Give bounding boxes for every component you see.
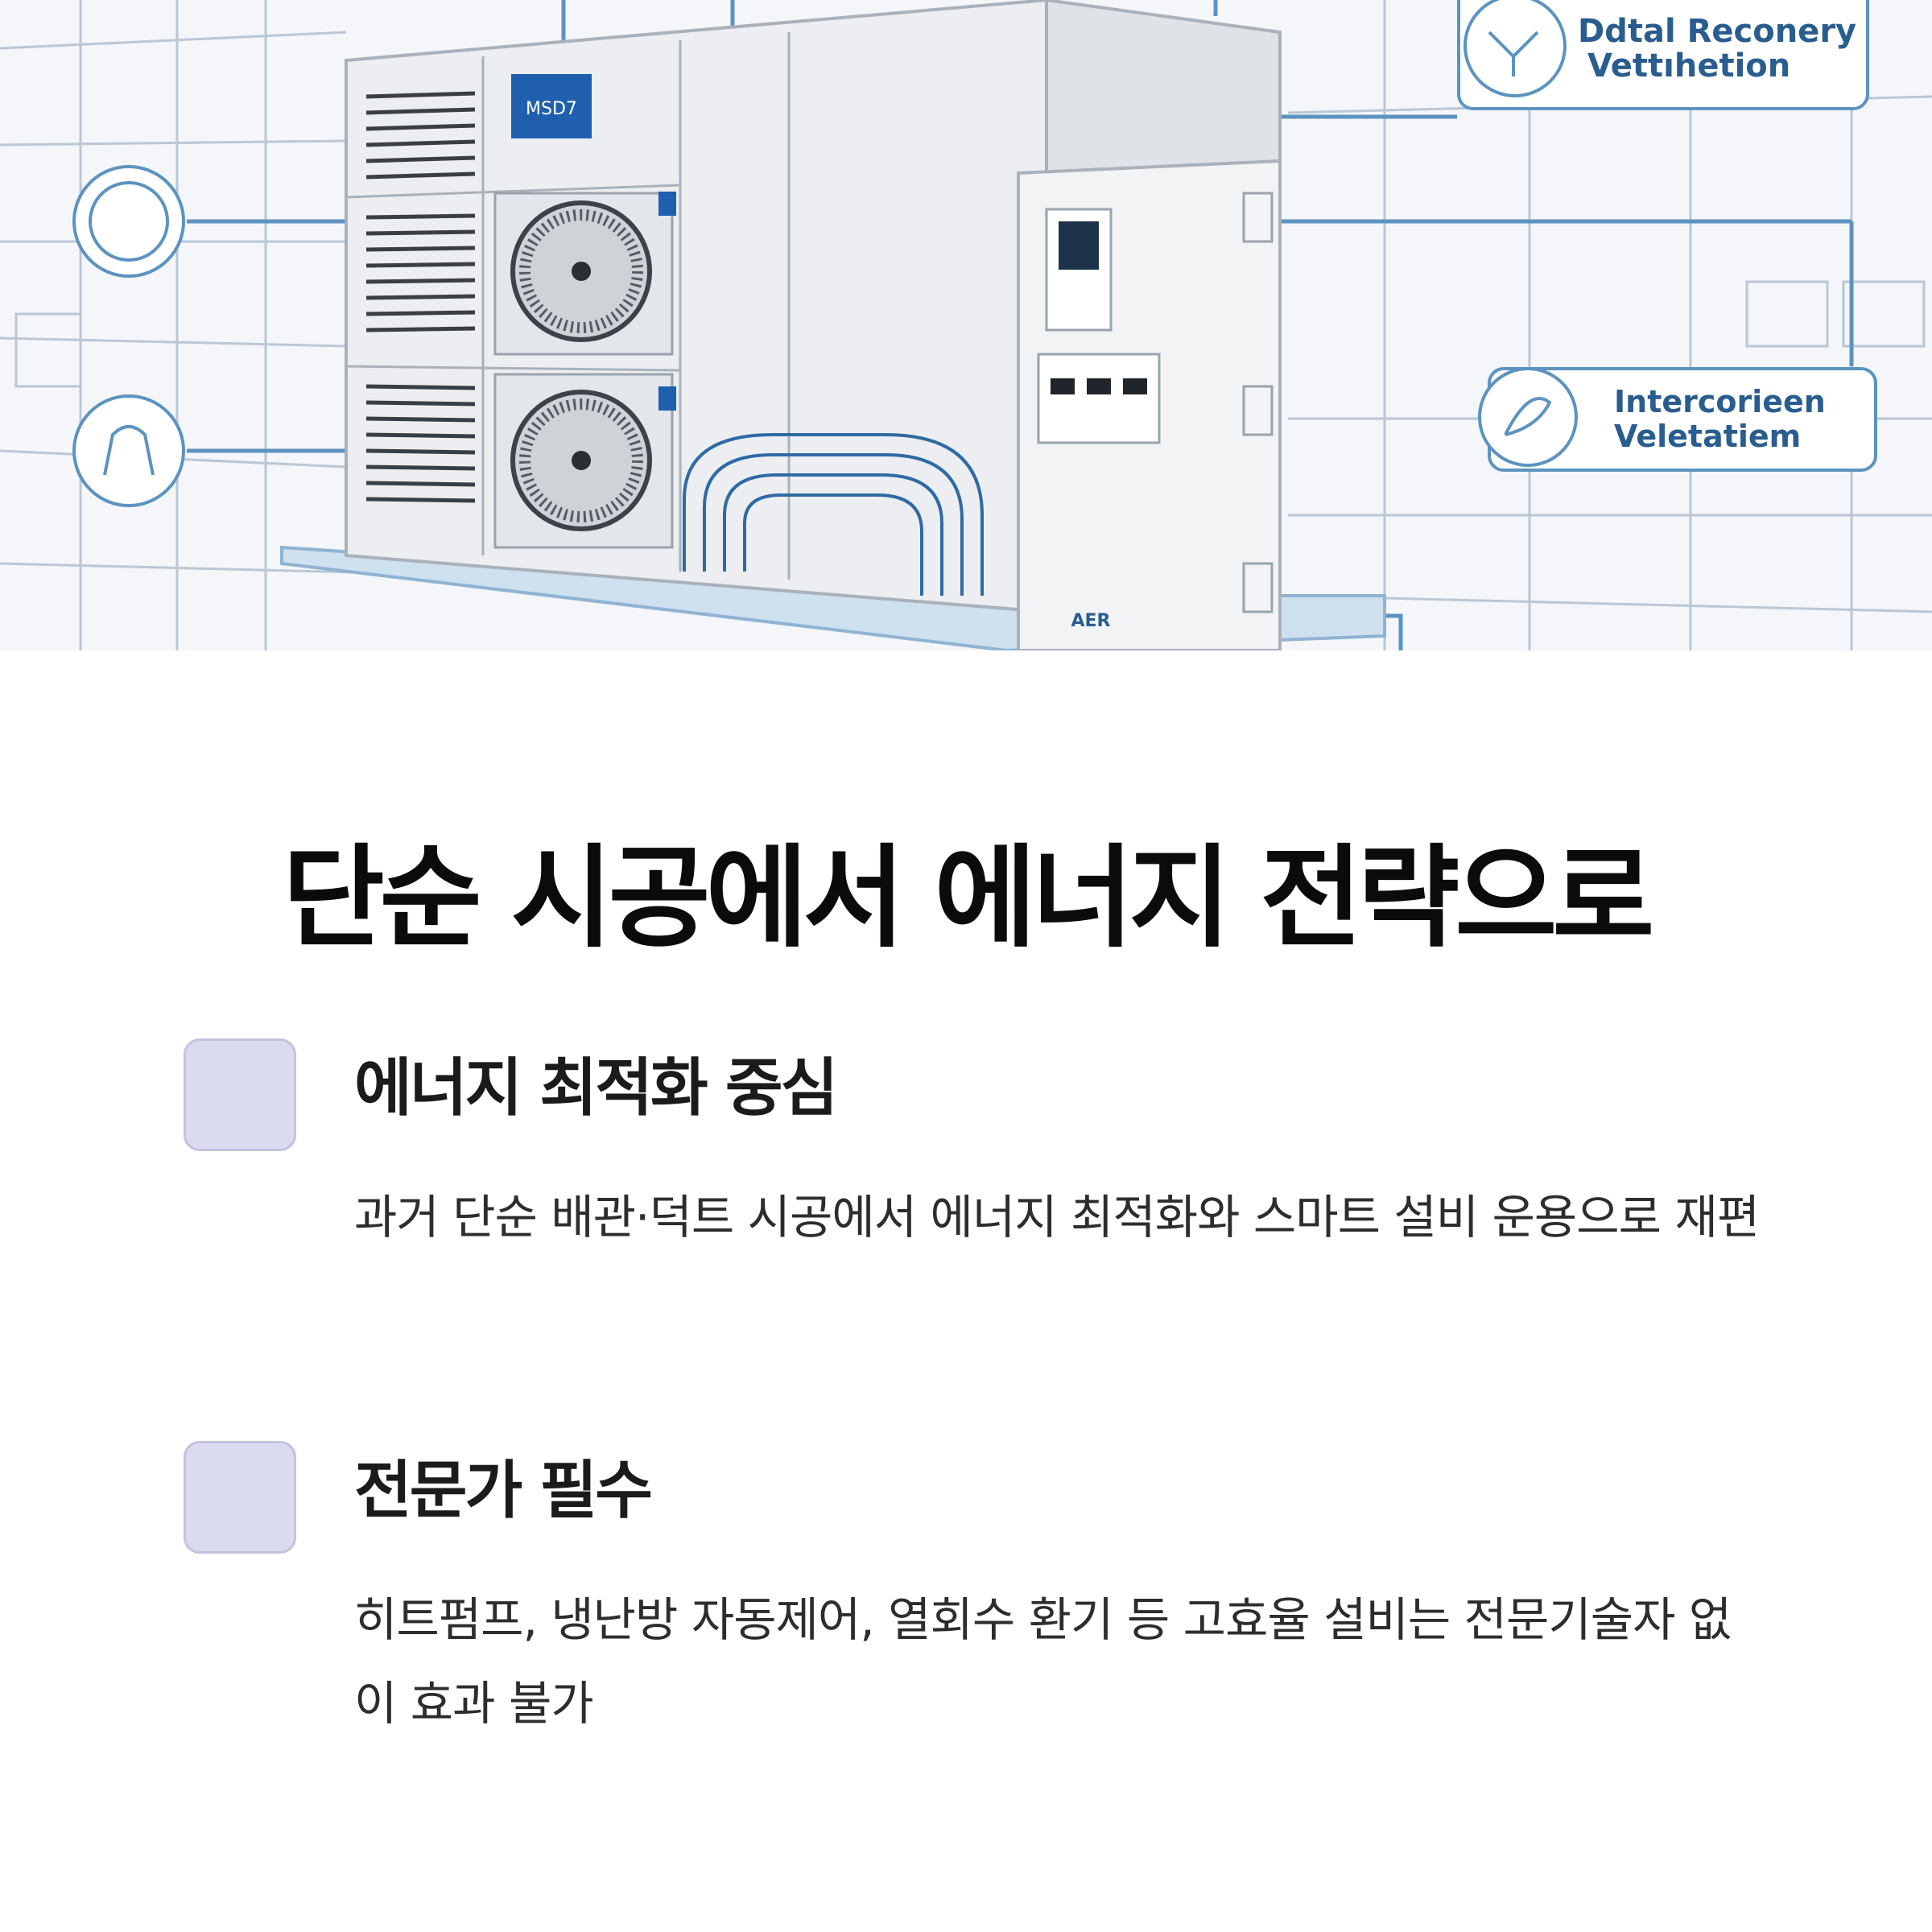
hvac-unit-illustration: MSD7 xyxy=(0,0,1932,650)
callout-interconnection-line-1: Intercorieen xyxy=(1614,384,1826,419)
piping xyxy=(683,433,984,596)
left-icons xyxy=(72,165,185,507)
main-unit: MSD7 xyxy=(345,0,1282,614)
feature-description: 과거 단순 배관·덕트 시공에서 에너지 최적화와 스마트 설비 운용으로 재편 xyxy=(354,1190,1760,1245)
feature-description: 히트펌프, 냉난방 자동제어, 열회수 환기 등 고효율 설비는 전문기술자 없… xyxy=(354,1592,1732,1731)
fan-lower xyxy=(493,373,674,549)
callout-interconnection-line-2: Veletatiem xyxy=(1614,419,1801,454)
feature-marker xyxy=(184,1441,296,1554)
callout-heat-recovery-line-1: Ddtal Reconery xyxy=(1578,13,1856,50)
fan-upper xyxy=(493,192,674,356)
panel-badge: MSD7 xyxy=(526,99,577,119)
hero-illustration: MSD7 xyxy=(0,0,1932,650)
feature-marker xyxy=(184,1038,296,1151)
unit-label: AER xyxy=(1071,611,1111,631)
leaf-network-icon xyxy=(1478,367,1578,467)
page-title: 단순 시공에서 에너지 전략으로 xyxy=(282,833,1655,963)
callout-interconnection: Intercorieen Veletatiem xyxy=(1478,367,1877,472)
duct-network-icon xyxy=(1463,0,1567,97)
feature-title: 전문가 필수 xyxy=(354,1455,653,1527)
control-cabinet: AER xyxy=(1017,159,1282,650)
sensor-icon xyxy=(72,394,185,507)
callout-heat-recovery: Ddtal Reconery Vettıhetion xyxy=(1457,0,1869,110)
feature-title: 에너지 최적화 중심 xyxy=(354,1052,838,1125)
callout-heat-recovery-line-2: Vettıhetion xyxy=(1587,47,1790,85)
